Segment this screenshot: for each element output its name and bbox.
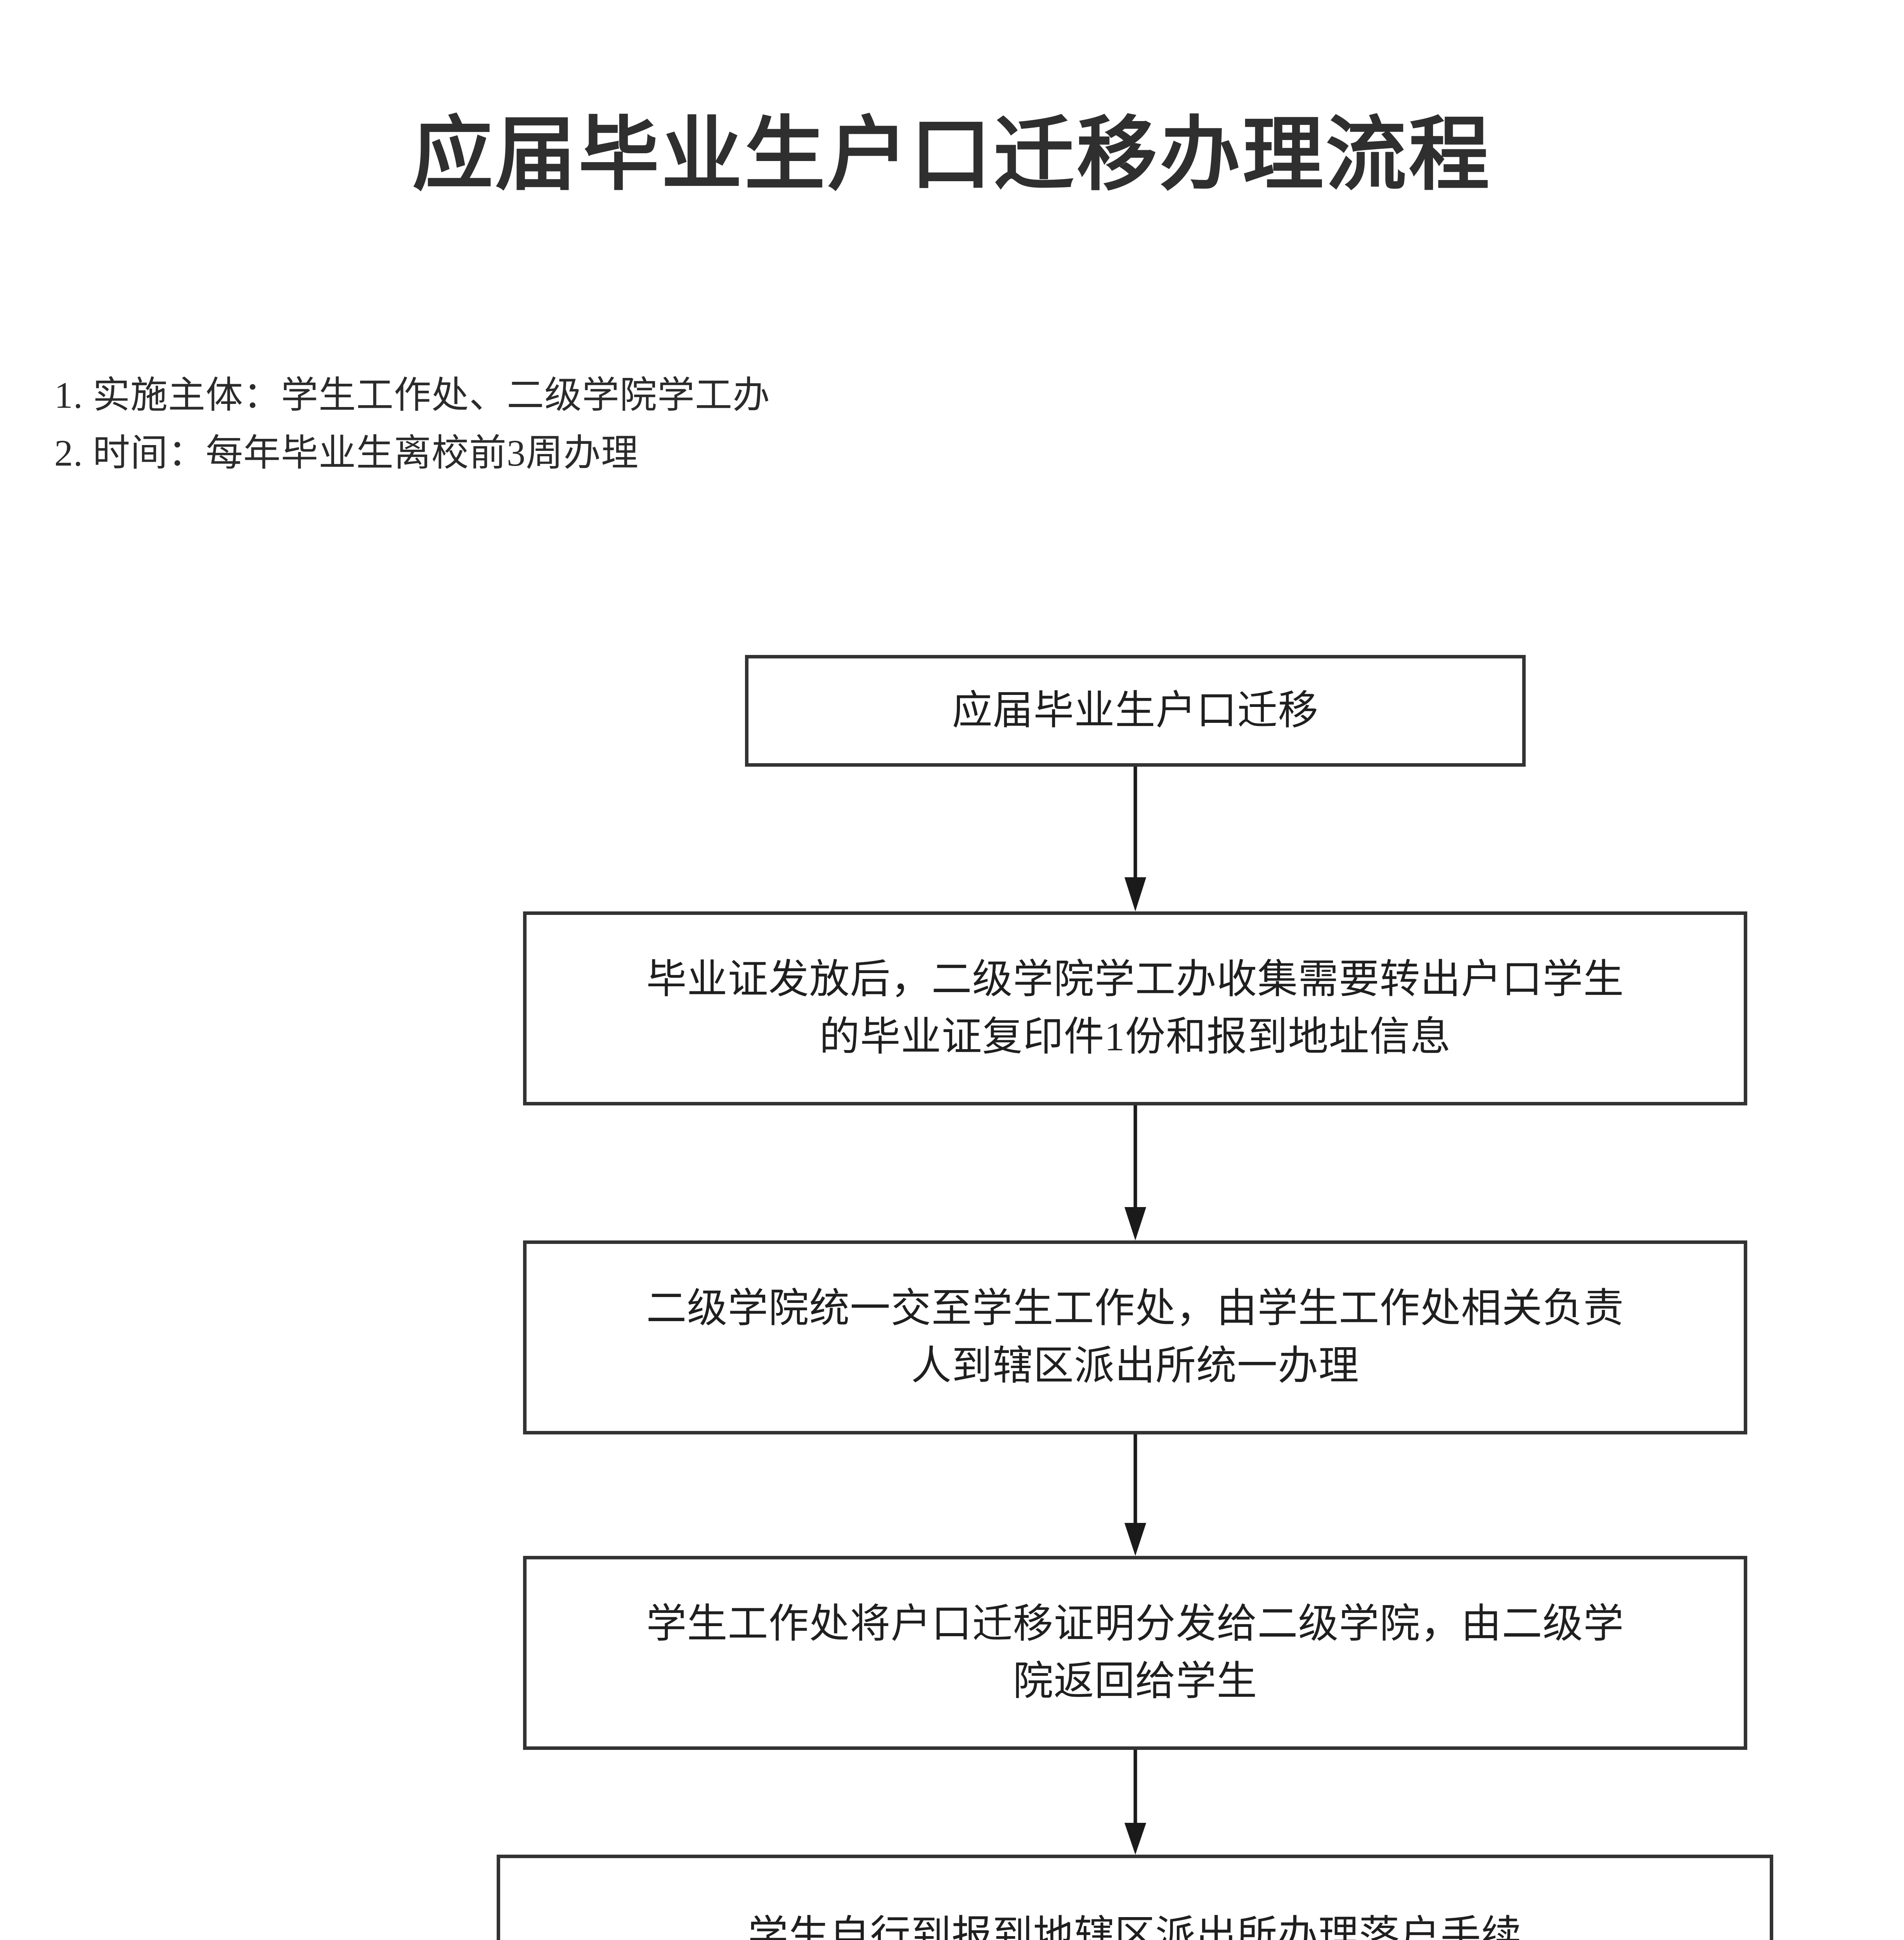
flow-node-collect-documents-label: 毕业证发放后，二级学院学工办收集需要转出户口学生 的毕业证复印件1份和报到地址信… bbox=[543, 951, 1727, 1065]
page-title: 应届毕业生户口迁移办理流程 bbox=[412, 110, 1492, 200]
flow-node-4-line-1: 学生工作处将户口迁移证明分发给二级学院，由二级学 bbox=[646, 1602, 1624, 1647]
flow-node-start: 应届毕业生户口迁移 bbox=[745, 655, 1526, 767]
flow-node-collect-documents: 毕业证发放后，二级学院学工办收集需要转出户口学生 的毕业证复印件1份和报到地址信… bbox=[523, 911, 1747, 1105]
note-line-2: 2. 时间：每年毕业生离校前3周办理 bbox=[54, 432, 639, 474]
flow-node-student-registers: 学生自行到报到地辖区派出所办理落户手续 bbox=[497, 1855, 1773, 1940]
flow-node-distribute-certificate: 学生工作处将户口迁移证明分发给二级学院，由二级学 院返回给学生 bbox=[523, 1556, 1747, 1750]
flow-node-3-line-1: 二级学院统一交至学生工作处，由学生工作处相关负责 bbox=[646, 1286, 1624, 1331]
intro-notes: 1. 实施主体：学生工作处、二级学院学工办 2. 时间：每年毕业生离校前3周办理 bbox=[54, 367, 770, 482]
flow-node-distribute-certificate-label: 学生工作处将户口迁移证明分发给二级学院，由二级学 院返回给学生 bbox=[543, 1595, 1727, 1710]
flow-arrow-1 bbox=[1102, 767, 1168, 911]
flow-arrow-4 bbox=[1102, 1750, 1168, 1855]
flow-node-submit-to-station: 二级学院统一交至学生工作处，由学生工作处相关负责 人到辖区派出所统一办理 bbox=[523, 1240, 1747, 1434]
flow-node-4-line-2: 院返回给学生 bbox=[1013, 1659, 1258, 1704]
flow-node-submit-to-station-label: 二级学院统一交至学生工作处，由学生工作处相关负责 人到辖区派出所统一办理 bbox=[543, 1280, 1727, 1394]
flow-node-2-line-2: 的毕业证复印件1份和报到地址信息 bbox=[819, 1015, 1451, 1059]
flow-node-2-line-1: 毕业证发放后，二级学院学工办收集需要转出户口学生 bbox=[646, 957, 1624, 1002]
note-line-1: 1. 实施主体：学生工作处、二级学院学工办 bbox=[54, 374, 770, 416]
arrow-down-icon bbox=[1124, 767, 1146, 911]
arrow-down-icon bbox=[1124, 1434, 1146, 1556]
flow-node-start-label: 应届毕业生户口迁移 bbox=[952, 688, 1319, 733]
arrow-down-icon bbox=[1124, 1105, 1146, 1240]
flow-arrow-2 bbox=[1102, 1105, 1168, 1240]
flow-node-3-line-2: 人到辖区派出所统一办理 bbox=[911, 1344, 1359, 1388]
flow-arrow-3 bbox=[1102, 1434, 1168, 1556]
flow-node-student-registers-label: 学生自行到报到地辖区派出所办理落户手续 bbox=[748, 1913, 1522, 1940]
arrow-down-icon bbox=[1124, 1750, 1146, 1855]
